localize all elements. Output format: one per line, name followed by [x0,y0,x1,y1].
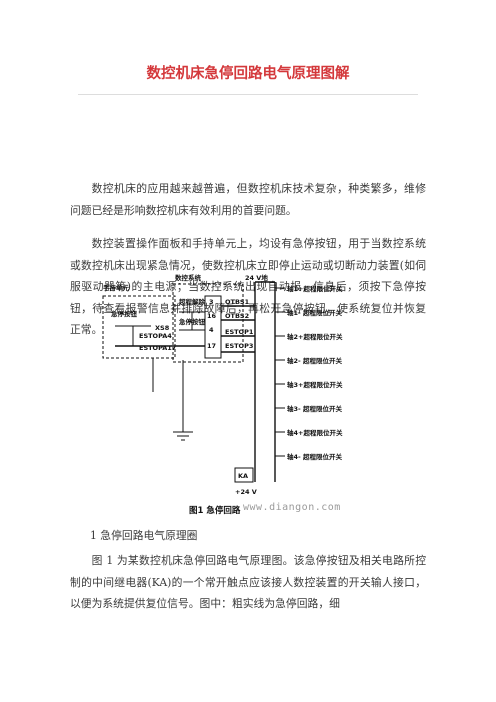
svg-text:轴2+超程限位开关: 轴2+超程限位开关 [287,332,343,341]
estop1-label: ESTOP1 [225,328,254,336]
svg-text:轴3- 超程限位开关: 轴3- 超程限位开关 [287,404,342,413]
paragraph-intro: 数控机床的应用越来越普遍，但数控机床技术复杂，种类繁多，维修问题已经是形响数控机… [70,182,426,217]
title-divider [78,94,418,95]
estopa4-label: ESTOPA4 [139,332,172,340]
v24-top-label: 24 V地 [245,273,268,282]
svg-text:轴1+超程限位开关: 轴1+超程限位开关 [287,284,343,293]
svg-text:轴4- 超程限位开关: 轴4- 超程限位开关 [287,452,342,461]
paragraph-circuit-explanation: 图 1 为某数控机床急停回路电气原理图。该急停按钮及相关电路所控制的中间继电器(… [70,554,426,611]
limit-switch-1: 轴1+超程限位开关 [275,284,343,293]
limit-switch-5: 轴3+超程限位开关 [275,380,343,389]
xs8-label: XS8 [155,324,170,332]
watermark: www.diangon.com [243,502,341,513]
terminal-3: 3 [209,298,214,306]
section-heading: 1 急停回路电气原理圈 [90,529,198,542]
terminal-16: 16 [207,312,217,320]
otbs1-label: OTBS1 [225,298,250,306]
relay-ka-label: KA [238,472,248,480]
v24-bottom-label: +24 V [235,488,257,496]
circuit-diagram: 手持单元 急停按钮 数控系统 超程解除 急停按钮 3 16 4 17 XS8 E… [102,273,343,496]
terminal-4: 4 [209,326,214,334]
handheld-unit-box [102,295,176,359]
circuit-figure: 手持单元 急停按钮 数控系统 超程解除 急停按钮 3 16 4 17 XS8 E… [95,272,405,520]
limit-switch-2: 轴1- 超程限位开关 [275,308,342,317]
release-button-label: 超程解除 [178,297,206,306]
paragraph-estop-description: 数控装置操作面板和手持单元上，均设有急停按钮，用于当数控系统或数控机床出现紧急情… [70,237,426,337]
nc-system-box [172,283,244,363]
handheld-estop-label: 急停按钮 [111,309,138,318]
otbs2-label: OTBS2 [225,312,249,320]
limit-switch-8: 轴4- 超程限位开关 [275,452,342,461]
estop3-label: ESTOP3 [225,342,253,350]
handheld-unit-label: 手持单元 [103,283,130,292]
nc-system-label: 数控系统 [175,273,202,282]
limit-switch-6: 轴3- 超程限位开关 [275,404,342,413]
limit-switch-3: 轴2+超程限位开关 [275,332,343,341]
limit-switch-7: 轴4+超程限位开关 [275,428,343,437]
svg-text:轴4+超程限位开关: 轴4+超程限位开关 [287,428,343,437]
figure-caption: 图1 急停回路 [189,506,241,516]
relay-ka-box [234,467,254,483]
terminal-17: 17 [207,342,216,350]
svg-text:轴3+超程限位开关: 轴3+超程限位开关 [287,380,343,389]
limit-switch-chain: 轴1+超程限位开关 轴1- 超程限位开关 轴2+超程限位开关 轴2- 超程限位开… [275,284,343,461]
estopa17-label: ESTOPA17 [139,344,176,352]
article-title: 数控机床急停回路电气原理图解 [146,66,350,82]
svg-text:轴2- 超程限位开关: 轴2- 超程限位开关 [287,356,342,365]
svg-text:轴1- 超程限位开关: 轴1- 超程限位开关 [287,308,342,317]
limit-switch-4: 轴2- 超程限位开关 [275,356,342,365]
